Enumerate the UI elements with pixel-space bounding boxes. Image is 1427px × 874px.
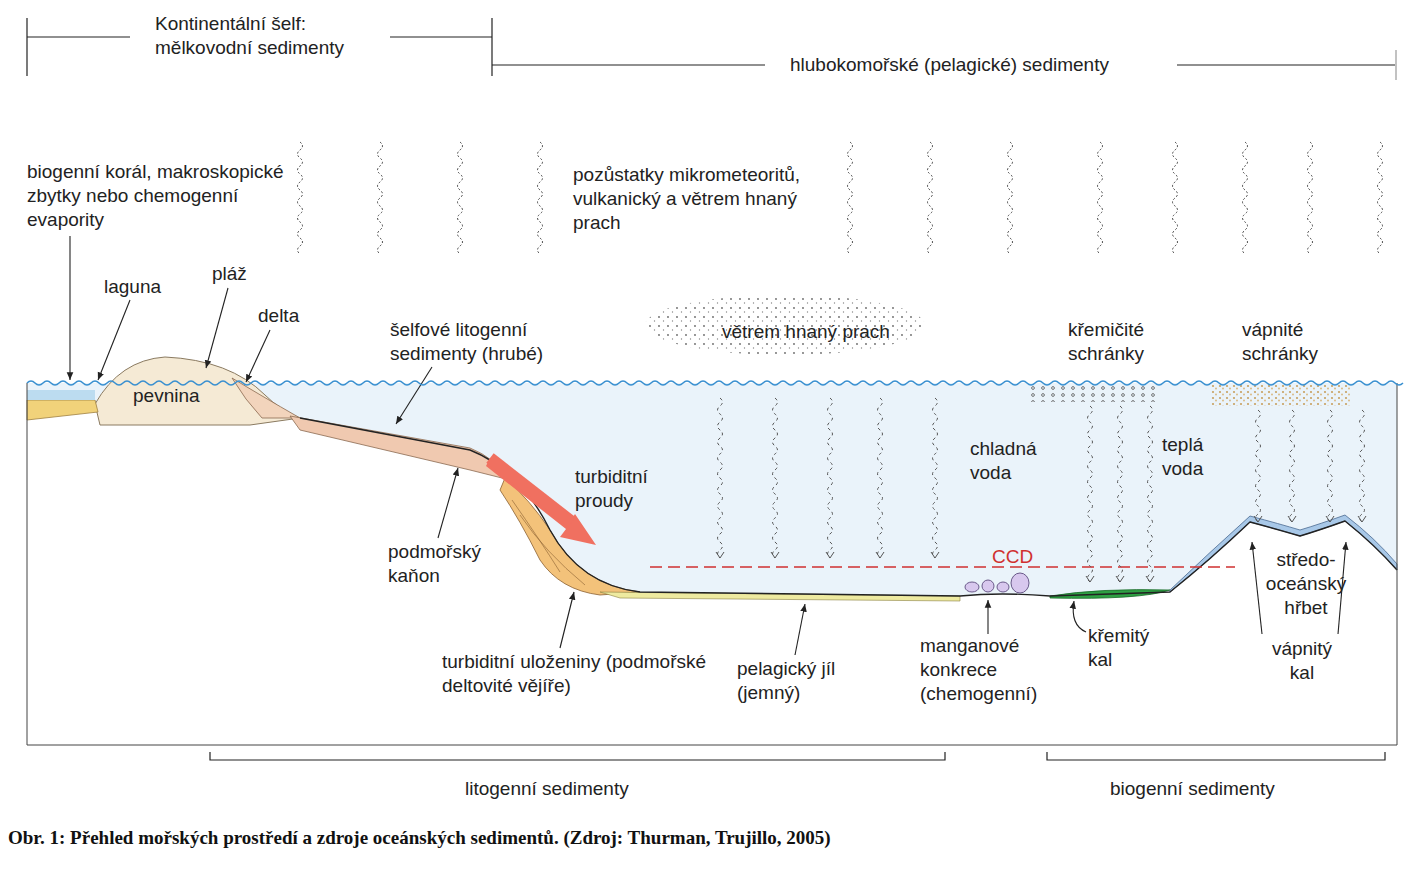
wave-stroke <box>1098 142 1103 254</box>
section-heading: Kontinentální šelf: mělkovodní sedimenty <box>155 12 390 60</box>
sediment-label: manganové konkrece (chemogenní) <box>920 634 1070 706</box>
wave-stroke <box>1148 406 1153 582</box>
wave-stroke <box>878 398 883 558</box>
feature-label: křemičité schránky <box>1068 318 1173 366</box>
wave-stroke <box>771 552 779 558</box>
wave-stroke <box>298 142 303 254</box>
source-note: pozůstatky mikrometeoritů, vulkanický a … <box>573 163 828 235</box>
wave-stroke <box>378 142 383 254</box>
wave-stroke <box>1243 142 1248 254</box>
wave-stroke <box>876 552 884 558</box>
wave-stroke <box>1360 410 1365 522</box>
wave-stroke <box>458 142 463 254</box>
feature-label: laguna <box>104 275 161 299</box>
figure-caption: Obr. 1: Přehled mořských prostředí a zdr… <box>8 827 831 849</box>
feature-label: pevnina <box>133 384 200 408</box>
wave-stroke <box>538 142 543 254</box>
wave-stroke <box>826 552 834 558</box>
wave-stroke <box>1378 142 1383 254</box>
wave-stroke <box>1088 406 1093 582</box>
water-label: teplá voda <box>1162 433 1224 481</box>
process-label: turbiditní proudy <box>575 465 680 513</box>
sediment-label: pelagický jíl (jemný) <box>737 657 857 705</box>
wave-stroke <box>1256 410 1261 522</box>
wave-stroke <box>1326 516 1334 522</box>
ccd-label: CCD <box>992 545 1033 569</box>
feature-label: vápnité schránky <box>1242 318 1342 366</box>
wave-stroke <box>1328 410 1333 522</box>
wave-stroke <box>1086 576 1094 582</box>
wave-stroke <box>1173 142 1178 254</box>
wave-stroke <box>1254 516 1262 522</box>
sediment-label: turbiditní uloženiny (podmořské deltovit… <box>442 650 727 698</box>
wave-stroke <box>1288 516 1296 522</box>
wave-stroke <box>27 381 1403 385</box>
group-label: biogenní sedimenty <box>1110 777 1275 801</box>
wave-stroke <box>828 398 833 558</box>
feature-label: podmořský kaňon <box>388 540 493 588</box>
wave-stroke <box>931 552 939 558</box>
sediment-label: křemitý kal <box>1088 624 1148 672</box>
wave-stroke <box>1358 516 1366 522</box>
wave-stroke <box>718 398 723 558</box>
wave-stroke <box>1308 142 1313 254</box>
wave-stroke <box>1146 576 1154 582</box>
feature-label: delta <box>258 304 299 328</box>
sediment-label: vápnitý kal <box>1266 637 1338 685</box>
wave-stroke <box>928 142 933 254</box>
wave-stroke <box>773 398 778 558</box>
wave-stroke <box>1118 406 1123 582</box>
feature-label: větrem hnaný prach <box>722 320 890 344</box>
source-note: biogenní korál, makroskopické zbytky neb… <box>27 160 285 232</box>
wave-stroke <box>1008 142 1013 254</box>
group-label: litogenní sedimenty <box>465 777 629 801</box>
water-label: chladná voda <box>970 437 1055 485</box>
section-heading: hlubokomořské (pelagické) sedimenty <box>790 53 1109 77</box>
wave-stroke <box>848 142 853 254</box>
wave-stroke <box>1116 576 1124 582</box>
wave-stroke <box>1290 410 1295 522</box>
wave-stroke <box>933 398 938 558</box>
feature-label: pláž <box>212 262 247 286</box>
wave-stroke <box>716 552 724 558</box>
feature-label: středo- oceánský hřbet <box>1260 548 1352 620</box>
sediment-label: šelfové litogenní sedimenty (hrubé) <box>390 318 580 366</box>
